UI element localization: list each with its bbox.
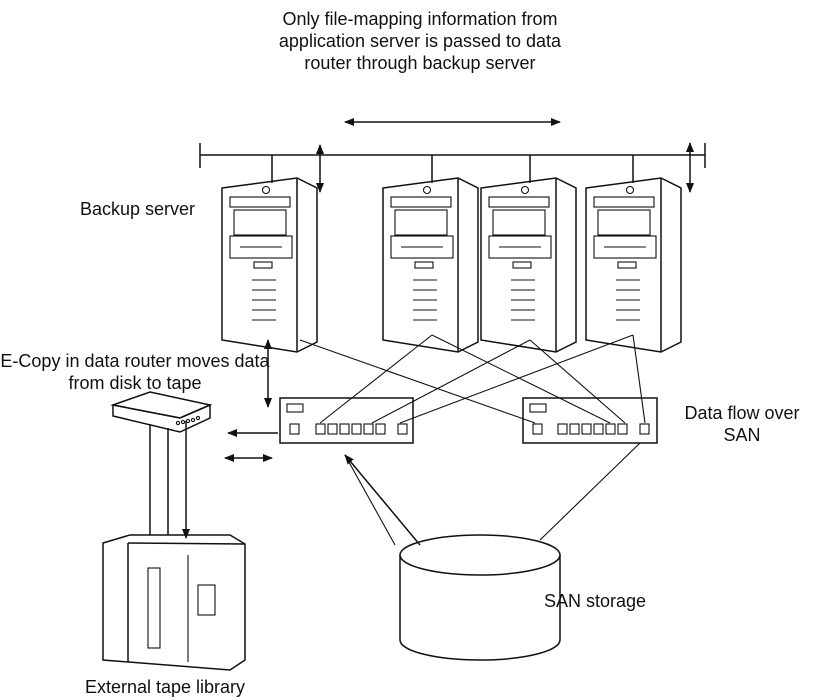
external-tape-library xyxy=(102,534,246,671)
lan-bus xyxy=(199,143,706,183)
san-storage-label: SAN storage xyxy=(543,591,647,611)
server-tower xyxy=(585,177,682,353)
server-tower xyxy=(480,177,577,353)
storage-to-right-switch-link xyxy=(539,442,641,541)
ecopy-label: E-Copy in data router moves data from di… xyxy=(0,351,270,393)
san-fibre-links xyxy=(299,334,646,424)
server-tower xyxy=(221,177,318,353)
san-switch-right xyxy=(522,397,658,444)
server-tower xyxy=(382,177,479,353)
san-storage-drum xyxy=(399,534,561,661)
tape-library-label: External tape library xyxy=(84,677,246,697)
backup-server-label: Backup server xyxy=(80,199,196,219)
lan-note-label: Only file-mapping information from appli… xyxy=(278,9,562,73)
router-tape-link xyxy=(149,424,169,535)
storage-to-switch-link xyxy=(344,454,396,546)
data-router xyxy=(110,391,213,433)
data-flow-label: Data flow over SAN xyxy=(684,403,800,445)
san-switch-left xyxy=(279,397,414,444)
storage-to-left-switch-arrow xyxy=(344,454,421,546)
